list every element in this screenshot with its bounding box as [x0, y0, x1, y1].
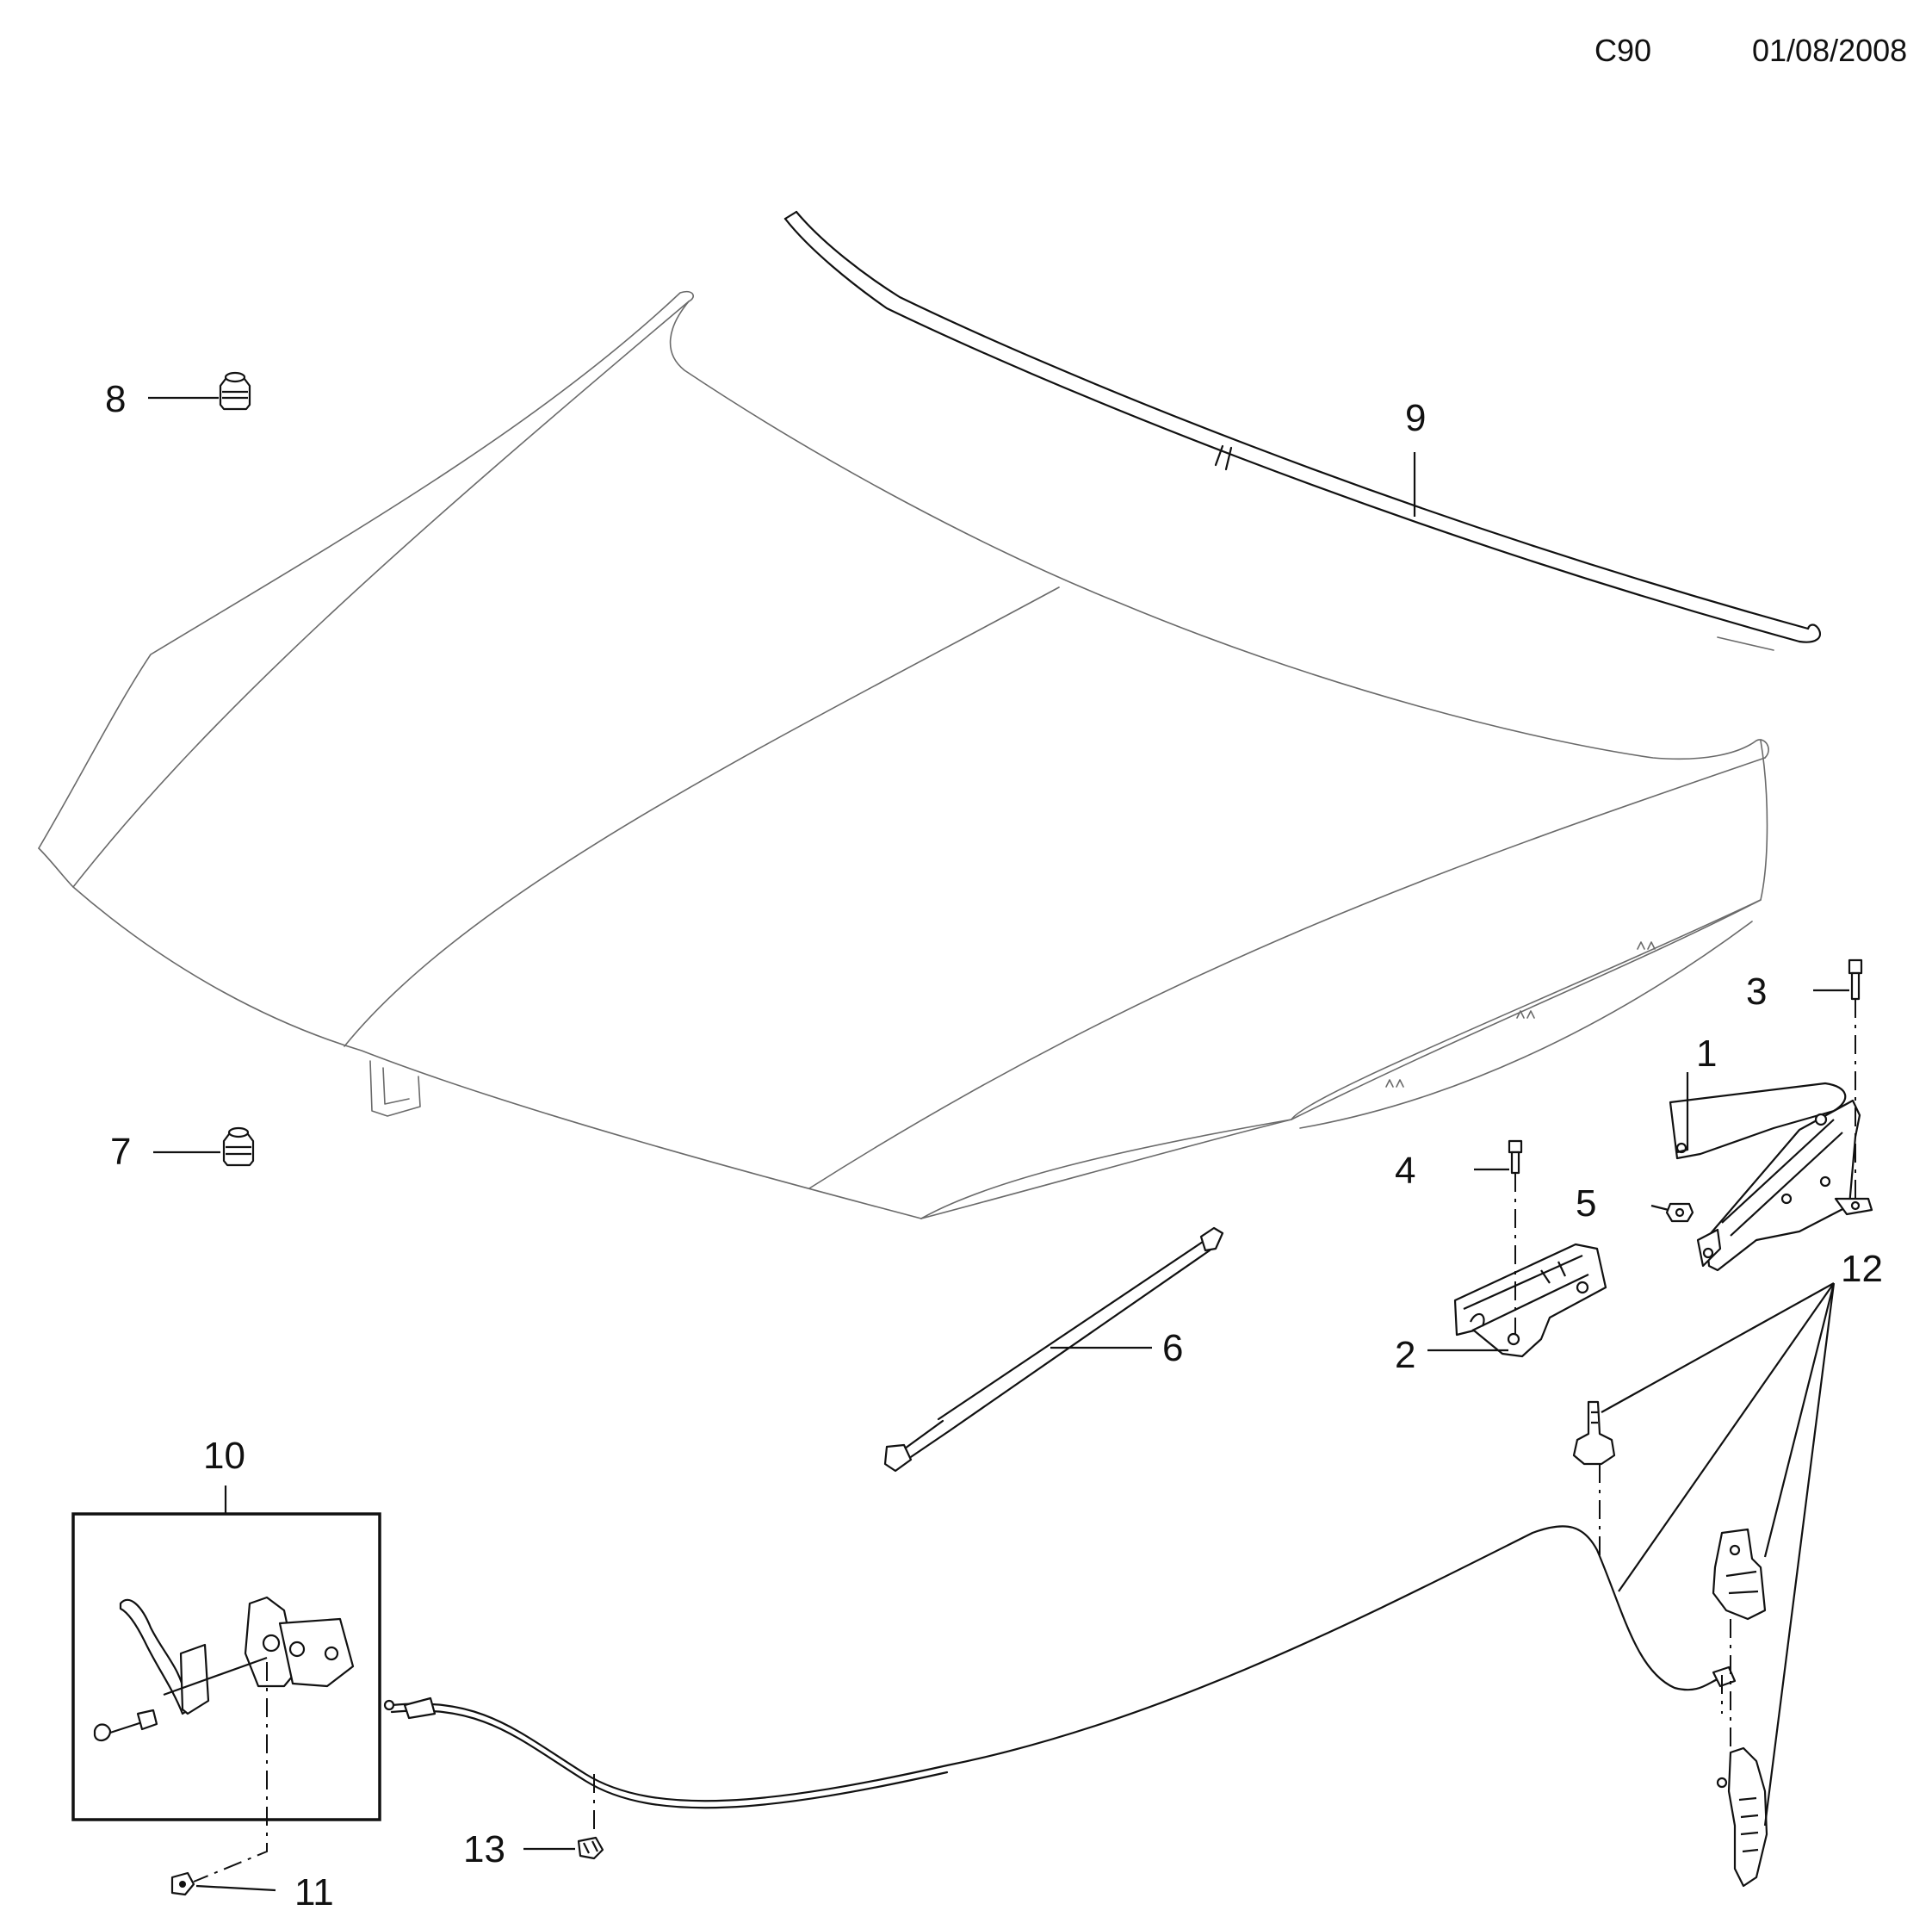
callout-7: 7 [110, 1131, 131, 1173]
callout-8: 8 [105, 378, 126, 420]
release-handle-housing [1712, 1528, 1767, 1621]
latch-striker-bracket [1453, 1243, 1607, 1358]
hood-panel [38, 290, 1769, 1219]
diagram-date: 01/08/2008 [1752, 33, 1908, 68]
diagram-code: C90 [1595, 33, 1652, 68]
latch-screw [170, 1871, 195, 1896]
latch-inset-box [71, 1512, 381, 1821]
hood-release-cable [383, 1525, 1737, 1809]
callout-2: 2 [1395, 1334, 1415, 1376]
hood-weatherstrip [783, 210, 1822, 651]
cable-clip [577, 1836, 604, 1860]
hinge-bolt [1848, 958, 1863, 1001]
hood-hinge [1669, 1082, 1873, 1272]
callout-3: 3 [1746, 971, 1767, 1013]
callout-13: 13 [463, 1828, 505, 1870]
release-cable-grommet [1572, 1400, 1616, 1466]
hinge-nut [1665, 1202, 1694, 1223]
callout-1: 1 [1696, 1033, 1717, 1075]
leader-lines [148, 396, 1849, 1892]
callout-10: 10 [203, 1435, 245, 1477]
release-handle-lever [1716, 1746, 1768, 1888]
callout-6: 6 [1162, 1327, 1183, 1369]
callout-11: 11 [294, 1871, 334, 1913]
callout-5: 5 [1576, 1182, 1596, 1225]
callout-9: 9 [1405, 397, 1426, 439]
bracket-bolt [1508, 1139, 1523, 1175]
hood-bumper-upper [219, 371, 251, 411]
hood-bumper-lower [222, 1126, 255, 1167]
hood-gas-strut [883, 1226, 1224, 1473]
callout-4: 4 [1395, 1150, 1415, 1192]
alignment-lines [193, 999, 1856, 1882]
callout-12: 12 [1841, 1248, 1883, 1290]
